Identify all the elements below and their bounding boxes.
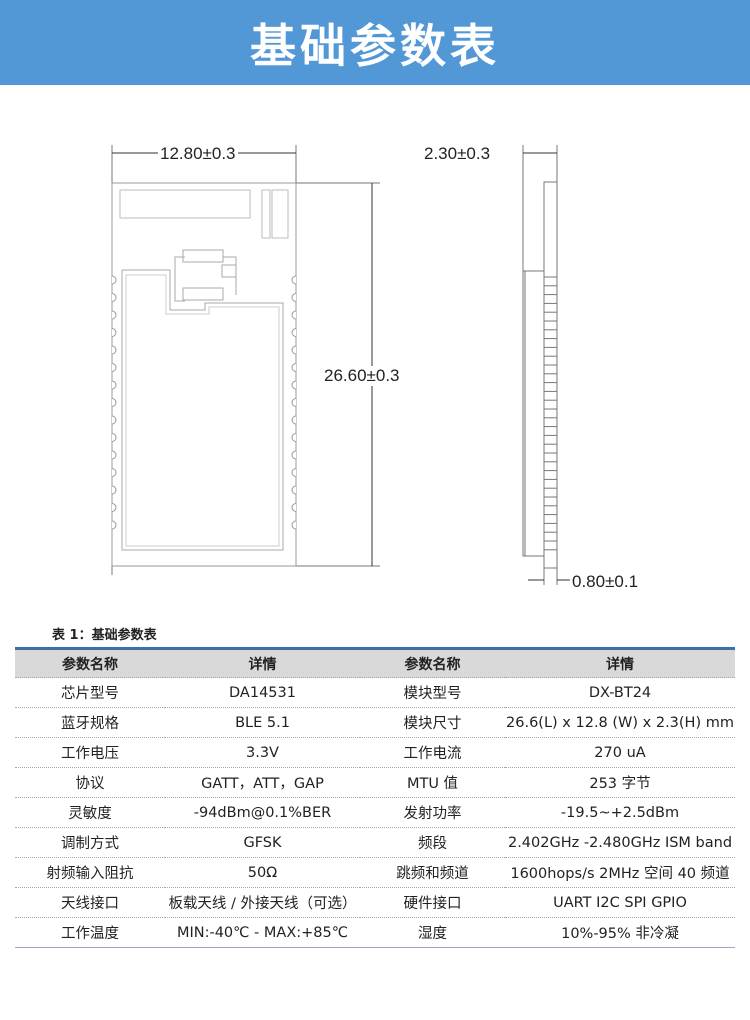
column-header: 参数名称 <box>62 656 118 673</box>
param-name: 工作电压 <box>15 737 165 768</box>
param-value: -94dBm@0.1%BER <box>165 797 360 828</box>
page-title: 基础参数表 <box>250 18 500 73</box>
param-value: 1600hops/s 2MHz 空间 40 频道 <box>505 857 735 888</box>
column-header: 详情 <box>606 656 634 673</box>
param-value: -19.5~+2.5dBm <box>505 797 735 828</box>
param-name: 模块尺寸 <box>360 707 505 738</box>
param-value: GFSK <box>165 827 360 858</box>
param-name: MTU 值 <box>360 767 505 798</box>
param-name: 射频输入阻抗 <box>15 857 165 888</box>
length-dimension: 26.60±0.3 <box>322 366 402 386</box>
param-name: 协议 <box>15 767 165 798</box>
param-value: 3.3V <box>165 737 360 768</box>
param-name: 跳频和频道 <box>360 857 505 888</box>
param-value: 50Ω <box>165 857 360 888</box>
param-value: 253 字节 <box>505 767 735 798</box>
param-name: 模块型号 <box>360 677 505 708</box>
param-name: 灵敏度 <box>15 797 165 828</box>
param-value: UART I2C SPI GPIO <box>505 887 735 918</box>
param-value: DA14531 <box>165 677 360 708</box>
param-value: MIN:-40℃ - MAX:+85℃ <box>165 917 360 948</box>
table-header-row: 参数名称 详情 参数名称 详情 <box>15 648 735 678</box>
param-value: GATT，ATT，GAP <box>165 767 360 798</box>
side-view <box>522 145 570 585</box>
param-value: 270 uA <box>505 737 735 768</box>
param-name: 天线接口 <box>15 887 165 918</box>
param-name: 芯片型号 <box>15 677 165 708</box>
param-value: BLE 5.1 <box>165 707 360 738</box>
pcb-thickness-dimension: 0.80±0.1 <box>570 572 641 592</box>
param-name: 蓝牙规格 <box>15 707 165 738</box>
width-dimension: 12.80±0.3 <box>158 144 238 164</box>
column-header: 详情 <box>248 656 277 673</box>
param-name: 湿度 <box>360 917 505 948</box>
param-name: 发射功率 <box>360 797 505 828</box>
param-name: 调制方式 <box>15 827 165 858</box>
param-value: 2.402GHz -2.480GHz ISM band <box>505 827 735 858</box>
param-value: 26.6(L) x 12.8 (W) x 2.3(H) mm <box>505 707 735 738</box>
param-value: 板载天线 / 外接天线（可选） <box>165 887 360 918</box>
front-view <box>111 145 380 575</box>
title-banner: 基础参数表 <box>0 0 750 85</box>
height-dimension: 2.30±0.3 <box>422 144 493 164</box>
param-name: 频段 <box>360 827 505 858</box>
param-name: 硬件接口 <box>360 887 505 918</box>
column-header: 参数名称 <box>404 656 461 673</box>
param-value: 10%-95% 非冷凝 <box>505 917 735 948</box>
param-name: 工作电流 <box>360 737 505 768</box>
param-name: 工作温度 <box>15 917 165 948</box>
module-drawing <box>111 145 570 585</box>
param-value: DX-BT24 <box>505 677 735 708</box>
table-caption: 表 1：基础参数表 <box>52 628 157 643</box>
